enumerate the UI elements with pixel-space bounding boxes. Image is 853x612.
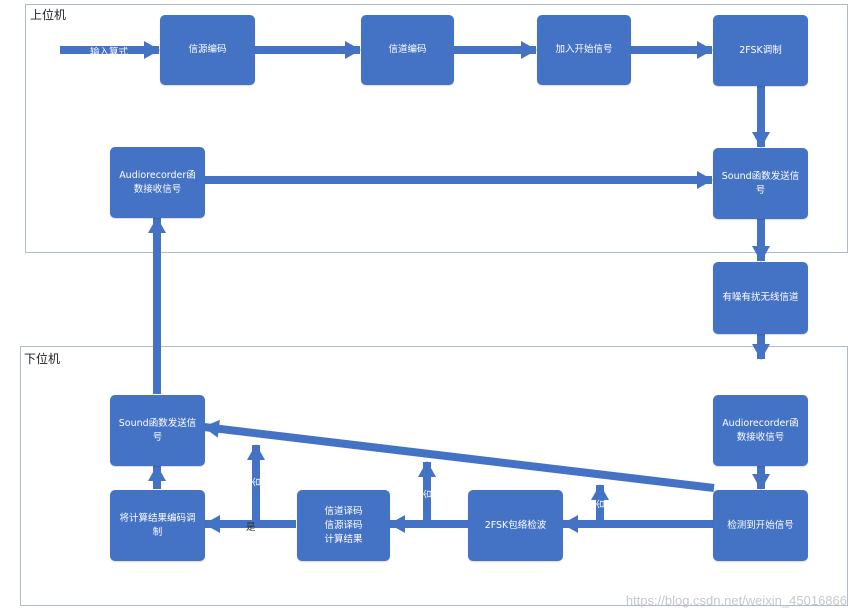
encode-result-modulate-box: 将计算结果编码调制 <box>110 490 205 561</box>
add-start-signal-box: 加入开始信号 <box>537 15 631 85</box>
channel-coding-label: 信道编码 <box>388 44 427 55</box>
no-label-detect: 否 <box>594 499 606 509</box>
fsk-modulation-label: 2FSK调制 <box>739 44 782 56</box>
noisy-channel-box: 有噪有扰无线信道 <box>713 262 808 334</box>
watermark-url: https://blog.csdn.net/weixin_45016866 <box>625 593 847 608</box>
fsk-modulation-box: 2FSK调制 <box>713 15 808 86</box>
audiorecorder-upper-label: Audiorecorder函数接收信号 <box>119 169 196 195</box>
lower-computer-title: 下位机 <box>24 352 61 366</box>
sound-send-upper-label: Sound函数发送信号 <box>721 170 800 196</box>
audiorecorder-lower-box: Audiorecorder函数接收信号 <box>713 395 808 466</box>
audiorecorder-lower-label: Audiorecorder函数接收信号 <box>722 417 799 443</box>
decode-compute-label: 信道译码 信源译码 计算结果 <box>324 505 363 545</box>
encode-result-modulate-label: 将计算结果编码调制 <box>119 512 196 538</box>
arrow-detect-no-to-sound <box>203 419 715 492</box>
upper-computer-title: 上位机 <box>30 8 67 22</box>
sound-send-lower-box: Sound函数发送信号 <box>110 395 205 466</box>
source-coding-box: 信源编码 <box>160 15 255 85</box>
sound-send-upper-box: Sound函数发送信号 <box>713 148 808 219</box>
sound-send-lower-label: Sound函数发送信号 <box>118 417 197 443</box>
detect-start-signal-box: 检测到开始信号 <box>713 490 808 561</box>
decode-compute-box: 信道译码 信源译码 计算结果 <box>297 490 390 561</box>
source-coding-label: 信源编码 <box>188 44 227 55</box>
fsk-envelope-detect-box: 2FSK包络检波 <box>468 490 563 561</box>
yes-label: 是 <box>246 522 256 533</box>
noisy-channel-label: 有噪有扰无线信道 <box>722 292 799 303</box>
no-label-decode: 否 <box>250 477 262 487</box>
channel-coding-box: 信道编码 <box>361 15 454 85</box>
audiorecorder-upper-box: Audiorecorder函数接收信号 <box>110 147 205 218</box>
lower-computer-panel <box>20 346 848 606</box>
upper-computer-panel <box>25 4 848 253</box>
detect-start-signal-label: 检测到开始信号 <box>727 519 794 531</box>
fsk-envelope-detect-label: 2FSK包络检波 <box>484 519 547 531</box>
input-formula-label: 输入算式 <box>90 47 129 58</box>
add-start-signal-label: 加入开始信号 <box>555 44 613 55</box>
no-label-envelope: 否 <box>421 489 433 499</box>
